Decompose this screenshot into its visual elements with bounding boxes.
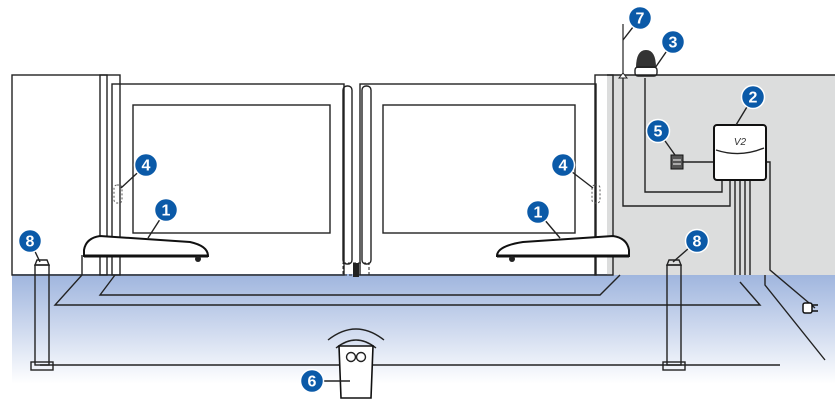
callout-number: 6 (308, 374, 317, 391)
callout-badge (645, 118, 671, 144)
left-gate-leaf (111, 83, 345, 276)
control-unit: V2 (713, 124, 767, 181)
callout-badge (525, 199, 551, 225)
callout-number: 3 (669, 35, 678, 52)
gate-stiles (342, 85, 372, 277)
callout-badge (153, 197, 179, 223)
callout-number: 5 (654, 124, 663, 141)
callout-badge (660, 29, 686, 55)
callout-limit-left: 4 (133, 152, 159, 178)
callout-number: 4 (142, 158, 151, 175)
ground-outline (40, 255, 826, 366)
callout-badge (17, 228, 43, 254)
callout-number: 1 (162, 203, 171, 220)
right-pillar (594, 74, 614, 276)
antenna (617, 24, 629, 79)
callout-badge (299, 368, 325, 394)
flashing-light (634, 50, 658, 77)
callout-number: 8 (26, 234, 35, 251)
callout-control-unit: 2 (740, 84, 766, 110)
callout-operator-right: 1 (525, 199, 551, 225)
callout-antenna: 7 (627, 5, 653, 31)
photocell-left (30, 259, 54, 371)
callout-markers: 1 1 2 3 4 4 5 6 7 8 8 (17, 5, 766, 394)
callout-number: 7 (636, 11, 645, 28)
operator-right (495, 234, 630, 262)
photocell-right (662, 259, 686, 371)
operator-left (83, 234, 210, 262)
power-plug-icon (802, 302, 818, 314)
callout-operator-left: 1 (153, 197, 179, 223)
callout-badge (684, 228, 710, 254)
callout-badge (740, 84, 766, 110)
callout-remote: 6 (299, 368, 325, 394)
left-pillar (99, 74, 121, 276)
wiring (622, 76, 816, 309)
callout-badge (550, 152, 576, 178)
v2-logo: V2 (734, 137, 747, 148)
limit-switch-right (591, 184, 601, 204)
callout-badge (627, 5, 653, 31)
callout-photocell-right: 8 (684, 228, 710, 254)
right-gate-leaf (359, 83, 597, 276)
limit-switch-left (113, 184, 123, 204)
key-selector (670, 154, 684, 170)
callout-number: 2 (749, 90, 758, 107)
callout-number: 4 (559, 158, 568, 175)
callout-badge (133, 152, 159, 178)
callout-flashing-light: 3 (660, 29, 686, 55)
ground (12, 274, 835, 384)
callout-key-selector: 5 (645, 118, 671, 144)
callout-number: 8 (693, 234, 702, 251)
callout-limit-right: 4 (550, 152, 576, 178)
gate-stop (353, 263, 359, 277)
callout-number: 1 (534, 205, 543, 222)
callout-photocell-left: 8 (17, 228, 43, 254)
